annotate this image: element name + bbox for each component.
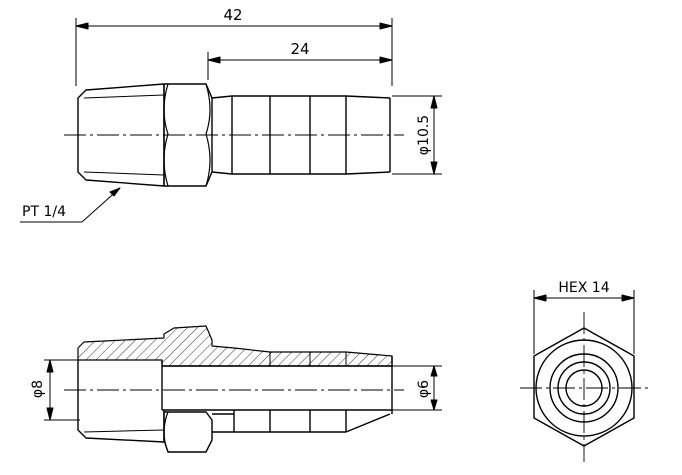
section-view bbox=[77, 325, 393, 453]
section-hatch bbox=[77, 325, 393, 367]
label-overall-length: 42 bbox=[223, 6, 242, 24]
dimension-hex bbox=[533, 290, 635, 354]
end-view bbox=[520, 312, 648, 462]
dimension-10-5 bbox=[392, 95, 442, 175]
label-hex: HEX 14 bbox=[558, 280, 609, 296]
dimension-8 bbox=[44, 359, 80, 421]
label-bore-diameter: φ6 bbox=[416, 380, 432, 398]
label-thread: PT 1/4 bbox=[22, 204, 66, 220]
dimension-42 bbox=[75, 18, 393, 86]
dimension-24 bbox=[207, 52, 393, 80]
label-barb-diameter: φ10.5 bbox=[416, 115, 432, 155]
label-outer-diameter: φ8 bbox=[30, 380, 46, 398]
dimension-6 bbox=[392, 365, 442, 411]
label-barb-length: 24 bbox=[290, 40, 309, 58]
thread-leader bbox=[20, 187, 121, 223]
